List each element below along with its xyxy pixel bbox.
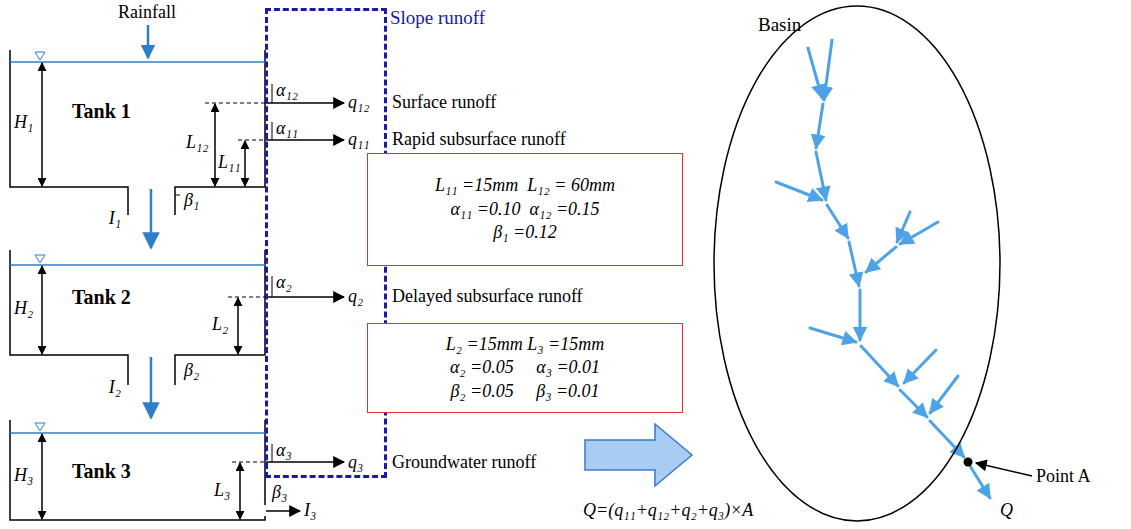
tank-node: Tank 2 xyxy=(10,250,265,355)
flow-arrow xyxy=(150,357,153,418)
parameter-text: β₂ =0.05 β₃ =0.01 xyxy=(450,380,599,403)
symbol-label: L₁₂ xyxy=(186,132,209,153)
text-label: Groundwater runoff xyxy=(392,452,536,473)
text-label: Surface runoff xyxy=(392,92,496,113)
symbol-label: α₁₂ xyxy=(276,80,298,101)
text-label: Rapid subsurface runoff xyxy=(392,129,566,150)
symbol-label: β₁ xyxy=(184,190,199,211)
symbol-label: H₁ xyxy=(14,112,33,133)
symbol-label: α₃ xyxy=(276,440,292,461)
region-heading: Slope runoff xyxy=(390,7,485,29)
symbol-label: q₃ xyxy=(348,452,363,473)
symbol-label: L₁₁ xyxy=(218,152,241,173)
tank-name: Tank 2 xyxy=(72,286,131,309)
symbol-label: β₂ xyxy=(184,360,199,381)
basin-name: Basin xyxy=(758,14,801,36)
symbol-label: I₃ xyxy=(304,500,316,521)
symbol-label: q₂ xyxy=(348,286,363,307)
text-label: Point A xyxy=(1036,466,1091,487)
basin-outline xyxy=(712,4,1002,523)
symbol-label: β₃ xyxy=(272,482,287,503)
tank-name: Tank 1 xyxy=(72,100,131,123)
parameter-text: L₂ =15mm L₃ =15mm xyxy=(446,333,604,356)
parameter-text: α₂ =0.05 α₃ =0.01 xyxy=(450,356,600,379)
basin-node: Basin xyxy=(712,4,1002,523)
text-label: Delayed subsurface runoff xyxy=(392,286,583,307)
parameter-text: α₁₁ =0.10 α₁₂ =0.15 xyxy=(450,198,599,221)
symbol-label: q₁₂ xyxy=(348,92,370,113)
symbol-label: α₂ xyxy=(276,272,292,293)
tank-node: Tank 3 xyxy=(10,420,265,520)
flow-label: I₁ xyxy=(109,208,121,229)
symbol-label: Q=(q₁₁+q₁₂+q₂+q₃)×A xyxy=(583,500,753,521)
tank-name: Tank 3 xyxy=(72,460,131,483)
parameter-text: L₁₁ =15mm L₁₂ = 60mm xyxy=(435,174,615,197)
flow-label: I₂ xyxy=(109,377,121,398)
symbol-label: q₁₁ xyxy=(348,129,370,150)
symbol-label: H₃ xyxy=(14,465,33,486)
flow-arrow xyxy=(150,189,153,248)
parameter-text: β₁ =0.12 xyxy=(493,221,556,244)
red-node: L₂ =15mm L₃ =15mmα₂ =0.05 α₃ =0.01β₂ =0.… xyxy=(367,323,683,413)
symbol-label: L₃ xyxy=(214,480,230,501)
text-label: Rainfall xyxy=(118,2,176,23)
symbol-label: α₁₁ xyxy=(276,118,298,139)
red-node: L₁₁ =15mm L₁₂ = 60mmα₁₁ =0.10 α₁₂ =0.15β… xyxy=(367,153,683,266)
symbol-label: H₂ xyxy=(14,298,33,319)
symbol-label: Q xyxy=(1000,500,1013,521)
symbol-label: L₂ xyxy=(212,314,228,335)
